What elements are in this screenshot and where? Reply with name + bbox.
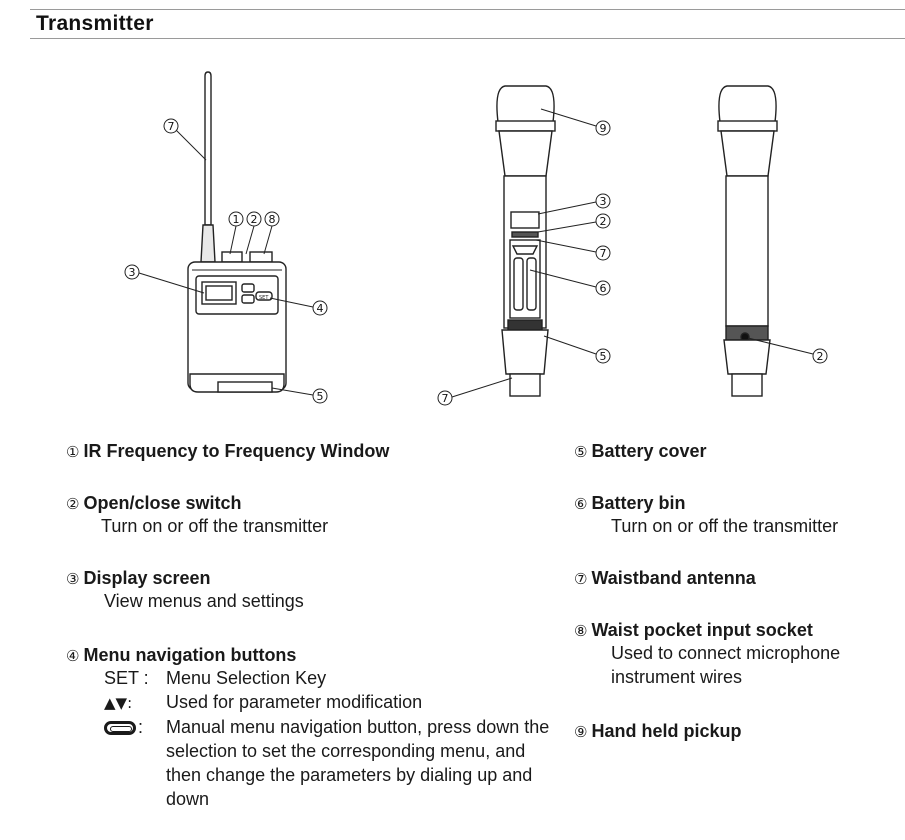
bodypack-down-button <box>241 294 255 304</box>
button-pill-icon <box>104 721 136 736</box>
bodypack-set-button <box>255 291 273 301</box>
svg-text:2: 2 <box>817 350 824 363</box>
callout-3-bodypack <box>124 264 140 280</box>
sub-row-arrows: ▲▼: Used for parameter modification <box>104 692 423 712</box>
svg-text:5: 5 <box>317 390 324 403</box>
svg-text:7: 7 <box>442 392 449 405</box>
svg-text:6: 6 <box>600 282 607 295</box>
bodypack-antenna-base <box>200 224 216 263</box>
callout-7-bodypack <box>163 118 179 134</box>
svg-text:2: 2 <box>600 215 607 228</box>
svg-text:9: 9 <box>600 122 607 135</box>
svg-text:3: 3 <box>600 195 607 208</box>
bodypack-callouts <box>124 118 328 404</box>
handheld-display <box>510 211 540 229</box>
handheld-open-figure <box>495 85 556 397</box>
handheld-open-callouts <box>437 108 611 406</box>
callout-8-bodypack <box>264 211 280 227</box>
callout-4-bodypack <box>312 300 328 316</box>
callout-7-handheld-bottom <box>437 390 453 406</box>
callout-2-handheld <box>595 213 611 229</box>
svg-text:3: 3 <box>129 266 136 279</box>
sub-row-set: SET : Menu Selection Key <box>104 668 327 688</box>
bodypack-antenna <box>204 71 212 226</box>
svg-text:5: 5 <box>600 350 607 363</box>
bodypack-figure: SET <box>187 71 287 393</box>
callout-2-bodypack <box>246 211 262 227</box>
sub-row-pill-button: : Manual menu navigation button, press d… <box>104 715 558 811</box>
header-rule-top <box>30 9 905 10</box>
handheld-battery-cover <box>501 329 549 375</box>
handheld-switch <box>511 231 539 238</box>
callout-5-bodypack <box>312 388 328 404</box>
bodypack-top-connector <box>221 251 243 263</box>
svg-text:2: 2 <box>251 213 258 226</box>
callout-7-handheld <box>595 245 611 261</box>
svg-text:SET: SET <box>259 295 269 301</box>
header-rule-bottom <box>30 38 905 39</box>
callout-3-handheld <box>595 193 611 209</box>
handheld-closed-figure <box>717 85 778 397</box>
handheld-closed-grille <box>718 85 777 123</box>
svg-text:7: 7 <box>168 120 175 133</box>
callout-5-handheld <box>595 348 611 364</box>
svg-text:4: 4 <box>317 302 324 315</box>
handheld-body-upper <box>498 130 553 177</box>
page-title: Transmitter <box>36 12 154 35</box>
transmitter-diagrams: SET 7 1 2 8 3 4 5 <box>124 71 828 406</box>
handheld-closed-body <box>725 175 769 327</box>
callout-2-closed <box>812 348 828 364</box>
handheld-grille <box>496 85 555 123</box>
up-down-arrows-icon: ▲▼: <box>104 694 133 712</box>
callout-9-handheld <box>595 120 611 136</box>
handheld-closed-callouts <box>747 337 828 364</box>
callout-6-handheld <box>595 280 611 296</box>
svg-text:8: 8 <box>269 213 276 226</box>
bodypack-top-socket <box>249 251 273 263</box>
callout-1-bodypack <box>228 211 244 227</box>
bodypack-up-button <box>241 283 255 293</box>
svg-text:1: 1 <box>233 213 240 226</box>
svg-text:7: 7 <box>600 247 607 260</box>
